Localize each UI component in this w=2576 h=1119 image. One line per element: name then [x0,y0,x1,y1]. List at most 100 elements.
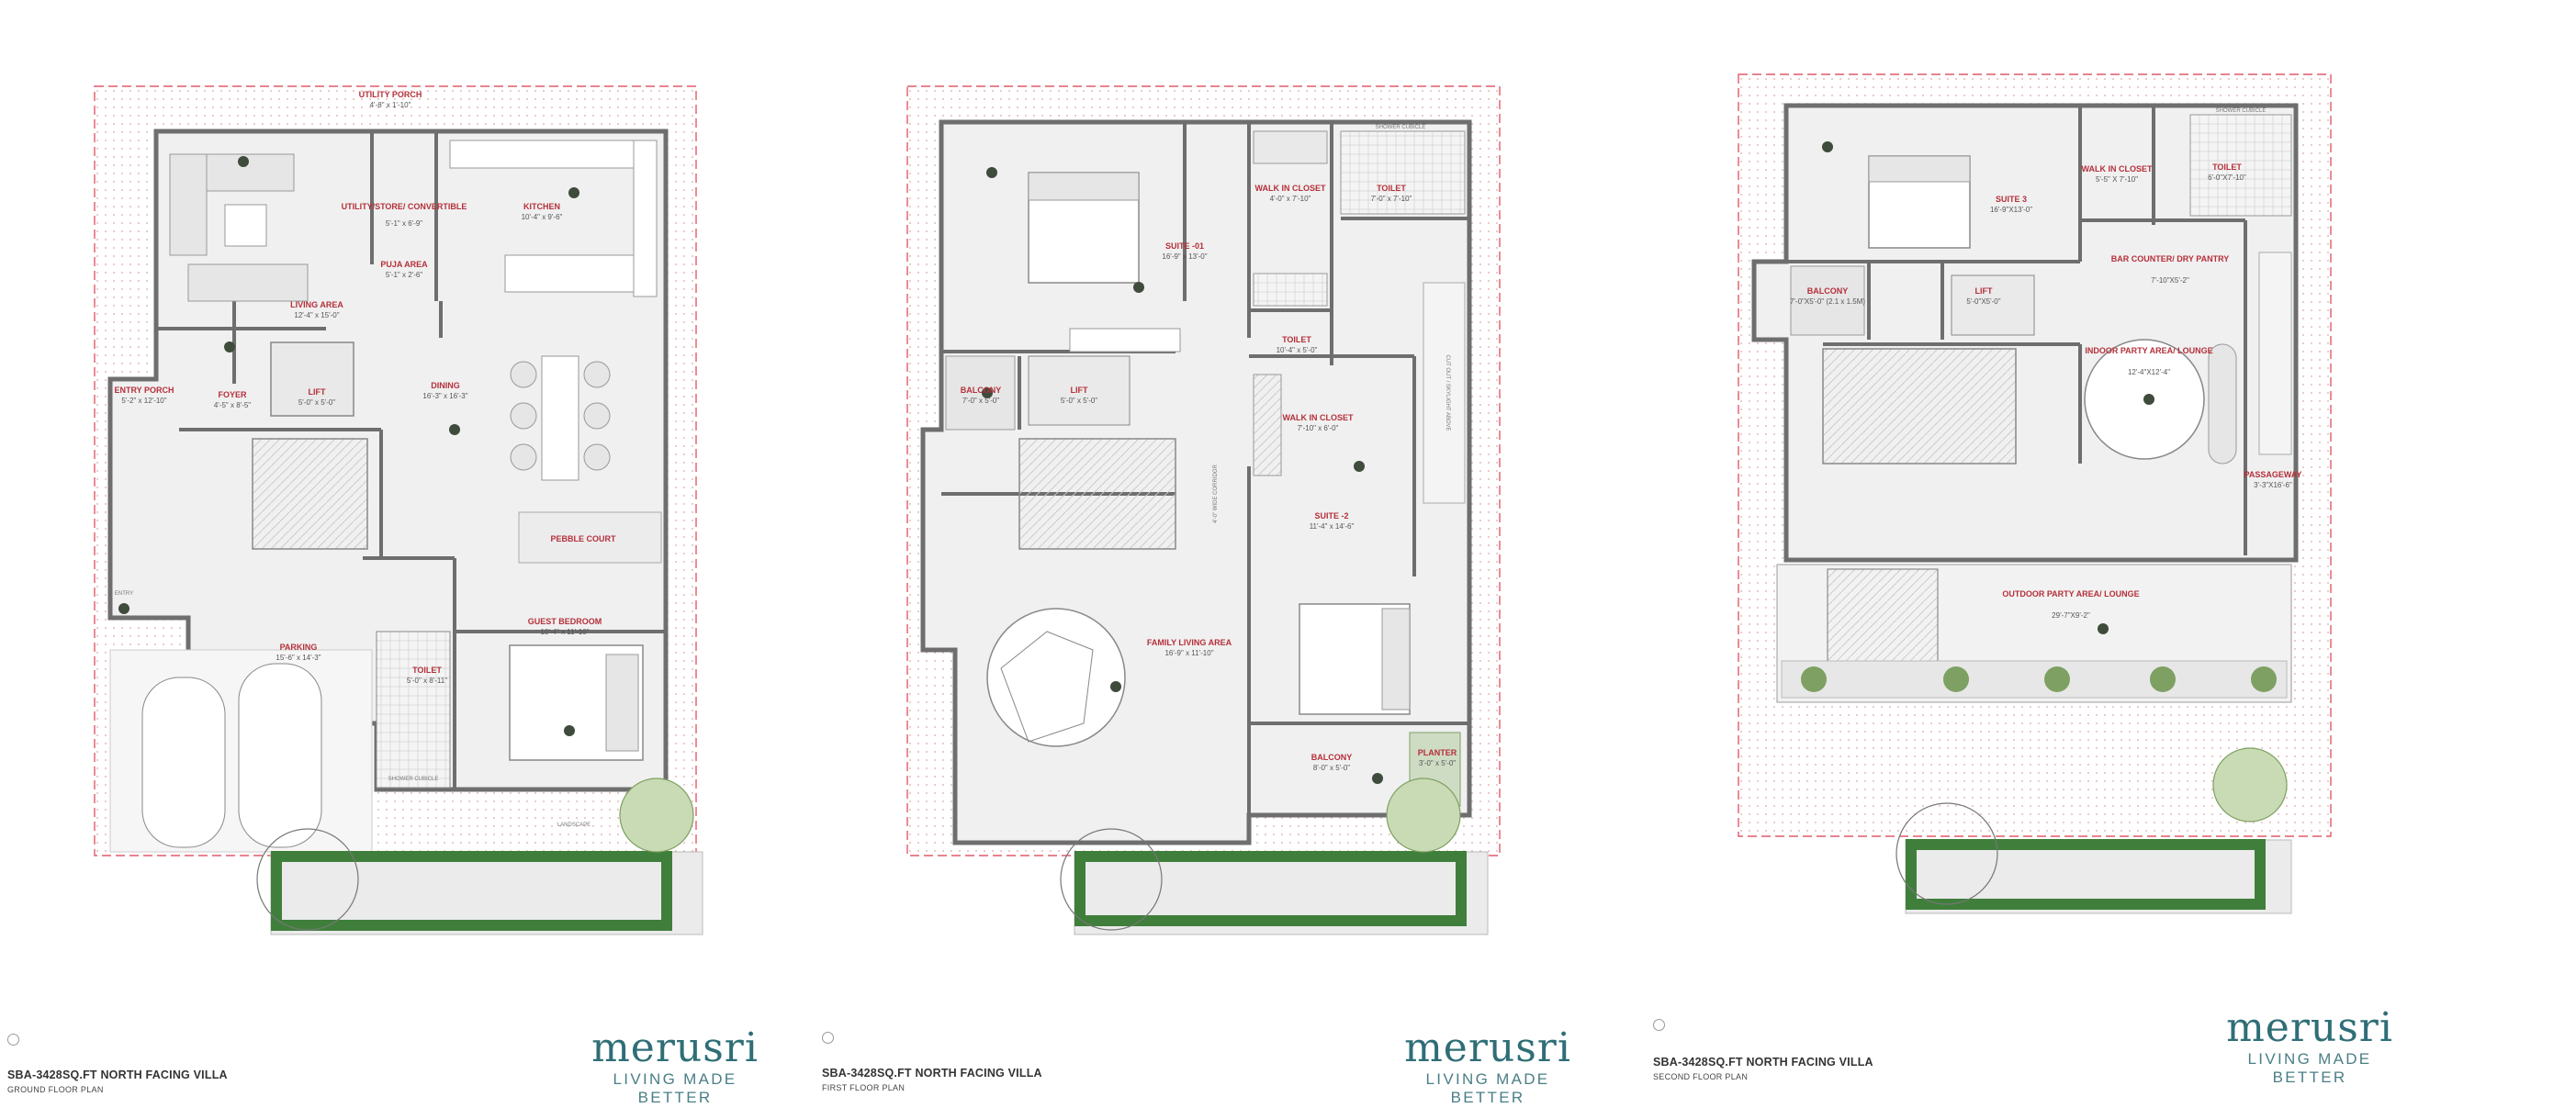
room-outdoor-party-label: OUTDOOR PARTY AREA/ LOUNGE [2002,589,2139,599]
room-foyer-dim: 4'-5" x 8'-5" [214,401,251,409]
room-suite-2-dim: 11'-4" x 14'-6" [1310,522,1355,531]
room-walk-in-closet-label: WALK IN CLOSET [2082,164,2153,173]
room-family-living-label: FAMILY LIVING AREA [1147,638,1232,647]
caption-bullet-icon [1653,1019,1665,1031]
room-indoor-party-label: INDOOR PARTY AREA/ LOUNGE [2085,346,2212,355]
room-toilet-label: TOILET [2212,162,2242,172]
room-parking-label: PARKING [280,643,318,652]
room-passageway-dim: 3'-3"X16'-6" [2254,481,2292,489]
shower-cubicle-note: SHOWER CUBICLE [2216,108,2267,114]
sheet-title: SBA-3428SQ.FT NORTH FACING VILLA [822,1067,1042,1080]
room-balcony-label: BALCONY [1807,286,1849,296]
sheet-first-floor: SUITE -01 16'-9" x 13'-0" WALK IN CLOSET… [813,0,1667,1119]
brand-tagline: LIVING MADE BETTER [613,1070,737,1106]
room-planter-dim: 3'-0" x 5'-0" [1419,759,1456,767]
room-foyer-label: FOYER [218,390,247,399]
cut-out-note: CUT OUT / SKYLIGHT ABOVE [1445,354,1450,431]
room-walk-in-closet-dim: 5'-5" X 7'-10" [2096,175,2138,184]
room-lift-dim: 5'-0" x 5'-0" [298,398,335,407]
room-suite-3-dim: 16'-9"X13'-0" [1990,206,2032,214]
sheet-title: SBA-3428SQ.FT NORTH FACING VILLA [1653,1056,1873,1069]
room-toilet-2-dim: 10'-4" x 5'-0" [1277,346,1318,354]
room-utility-porch-dim: 4'-8" x 1'-10" [370,101,411,109]
room-puja-area-dim: 5'-1" x 2'-6" [386,271,422,279]
room-outdoor-party-dim: 29'-7"X9'-2" [2052,611,2090,620]
room-suite-01-dim: 16'-9" x 13'-0" [1162,252,1207,261]
shower-cubicle-note: SHOWER CUBICLE [388,777,439,782]
second-floor-room-labels: SUITE 3 16'-9"X13'-0" WALK IN CLOSET 5'-… [1790,108,2302,620]
room-family-living-dim: 16'-9" x 11'-10" [1164,649,1213,657]
room-passageway-label: PASSAGEWAY [2244,470,2301,479]
room-toilet-dim: 6'-0"X7'-10" [2208,173,2246,182]
room-toilet-1-label: TOILET [1377,184,1406,193]
sheet-title: SBA-3428SQ.FT NORTH FACING VILLA [7,1069,228,1081]
room-toilet-2-label: TOILET [1282,335,1311,344]
brand-name: merusri [591,1024,759,1071]
room-bar-counter-label: BAR COUNTER/ DRY PANTRY [2111,254,2230,263]
ground-floor-drawing: UTILITY PORCH 4'-8" x 1'-10" KITCHEN 10'… [94,85,703,935]
sheet-ground-floor: UTILITY PORCH 4'-8" x 1'-10" KITCHEN 10'… [0,0,854,1119]
second-floor-drawing: SUITE 3 16'-9"X13'-0" WALK IN CLOSET 5'-… [1738,73,2332,914]
room-entry-porch-dim: 5'-2" x 12'-10" [121,397,166,405]
room-suite-3-label: SUITE 3 [1996,195,2027,204]
room-dining-dim: 16'-3" x 16'-3" [422,392,467,400]
room-utility-store-dim: 5'-1" x 6'-9" [386,219,422,228]
room-lift-dim: 5'-0"X5'-0" [1966,297,2000,306]
room-walk-in-closet-1-dim: 4'-0" x 7'-10" [1270,195,1311,203]
brand-logo: merusri LIVING MADE BETTER [1400,1028,1575,1107]
room-suite-01-label: SUITE -01 [1165,241,1204,251]
landscape-note: LANDSCAPE [557,822,591,828]
room-balcony-1-label: BALCONY [961,386,1002,395]
ground-floor-plan: UTILITY PORCH 4'-8" x 1'-10" KITCHEN 10'… [87,81,721,944]
room-balcony-1-dim: 7'-0" x 5'-0" [962,397,999,405]
room-guest-bedroom-dim: 10'-4" x 11'-10" [540,628,589,636]
room-walk-in-closet-2-dim: 7'-10" x 6'-0" [1298,424,1339,432]
room-balcony-dim: 7'-0"X5'-0" (2.1 x 1.5M) [1790,297,1865,306]
room-lift-dim: 5'-0" x 5'-0" [1061,397,1097,405]
room-walk-in-closet-1-label: WALK IN CLOSET [1255,184,1326,193]
room-kitchen-dim: 10'-4" x 9'-6" [522,213,563,221]
room-balcony-2-label: BALCONY [1311,753,1353,762]
first-floor-plan: SUITE -01 16'-9" x 13'-0" WALK IN CLOSET… [900,81,1506,944]
brand-logo: merusri LIVING MADE BETTER [588,1028,762,1107]
room-puja-area-label: PUJA AREA [380,260,428,269]
room-utility-porch-label: UTILITY PORCH [359,90,422,99]
brand-logo: merusri LIVING MADE BETTER [2222,1008,2397,1087]
corridor-note: 4'-0" WIDE CORRIDOR [1213,464,1219,523]
sheet-subtitle: SECOND FLOOR PLAN [1653,1072,1749,1081]
brand-tagline: LIVING MADE BETTER [2247,1050,2372,1086]
caption-bullet-icon [822,1032,834,1044]
room-living-area-dim: 12'-4" x 15'-0" [294,311,339,319]
sheet-second-floor: SUITE 3 16'-9"X13'-0" WALK IN CLOSET 5'-… [1644,0,2576,1119]
room-kitchen-label: KITCHEN [523,202,560,211]
room-planter-label: PLANTER [1418,748,1457,757]
room-balcony-2-dim: 8'-0" x 5'-0" [1313,764,1350,772]
room-toilet-dim: 5'-0" x 8'-11" [407,677,447,685]
caption-bullet-icon [7,1034,19,1046]
room-dining-label: DINING [431,381,460,390]
room-toilet-1-dim: 7'-0" x 7'-10" [1371,195,1412,203]
first-floor-caption: SBA-3428SQ.FT NORTH FACING VILLA FIRST F… [822,1032,1042,1092]
sheet-subtitle: GROUND FLOOR PLAN [7,1085,104,1094]
room-guest-bedroom-label: GUEST BEDROOM [528,617,602,626]
first-floor-room-labels: SUITE -01 16'-9" x 13'-0" WALK IN CLOSET… [961,125,1457,772]
room-lift-label: LIFT [309,387,326,397]
room-bar-counter-dim: 7'-10"X5'-2" [2151,276,2189,285]
ground-floor-room-labels: UTILITY PORCH 4'-8" x 1'-10" KITCHEN 10'… [114,90,616,828]
brand-tagline: LIVING MADE BETTER [1425,1070,1550,1106]
room-pebble-court-label: PEBBLE COURT [550,534,616,543]
first-floor-drawing: SUITE -01 16'-9" x 13'-0" WALK IN CLOSET… [906,85,1501,935]
room-utility-store-label: UTILITY/STORE/ CONVERTIBLE [342,202,467,211]
brand-name: merusri [2226,1004,2393,1051]
second-floor-caption: SBA-3428SQ.FT NORTH FACING VILLA SECOND … [1653,1019,1873,1081]
room-indoor-party-dim: 12'-4"X12'-4" [2128,368,2170,376]
room-walk-in-closet-2-label: WALK IN CLOSET [1283,413,1354,422]
entry-note: ENTRY [115,591,133,597]
room-entry-porch-label: ENTRY PORCH [114,386,174,395]
room-toilet-label: TOILET [412,666,442,675]
room-suite-2-label: SUITE -2 [1314,511,1348,520]
room-parking-dim: 15'-6" x 14'-3" [276,654,321,662]
sheet-subtitle: FIRST FLOOR PLAN [822,1083,906,1092]
room-lift-label: LIFT [1975,286,1993,296]
ground-floor-caption: SBA-3428SQ.FT NORTH FACING VILLA GROUND … [7,1034,228,1094]
